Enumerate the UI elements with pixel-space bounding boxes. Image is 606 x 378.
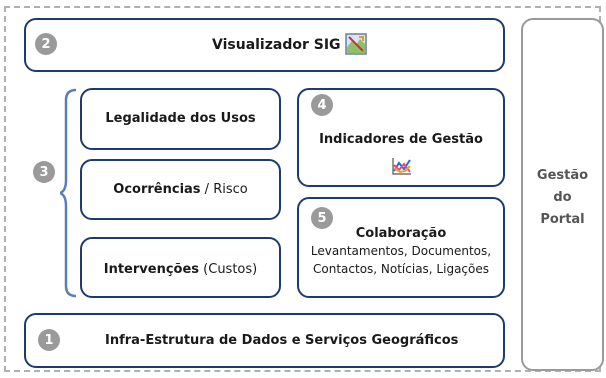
- badge-5: 5: [311, 207, 333, 229]
- intervencoes-label: Intervenções (Custos): [82, 262, 279, 277]
- portal-line-3: Portal: [540, 212, 585, 227]
- visualizador-sig-box[interactable]: 2 Visualizador SIG: [24, 18, 505, 72]
- ocorrencias-label: Ocorrências / Risco: [82, 182, 279, 197]
- gestao-portal-label: Gestão do Portal: [523, 165, 602, 231]
- gestao-portal-box[interactable]: Gestão do Portal: [521, 18, 604, 371]
- legalidade-label: Legalidade dos Usos: [105, 111, 256, 126]
- ocorrencias-rest: / Risco: [200, 182, 248, 197]
- colaboracao-box[interactable]: 5 Colaboração Levantamentos, Documentos,…: [297, 197, 505, 298]
- visualizador-sig-label: Visualizador SIG: [212, 37, 341, 53]
- badge-1: 1: [38, 329, 60, 351]
- indicadores-box[interactable]: 4 Indicadores de Gestão: [297, 88, 505, 187]
- ocorrencias-box[interactable]: Ocorrências / Risco: [80, 159, 281, 220]
- portal-line-1: Gestão: [536, 168, 589, 183]
- intervencoes-box[interactable]: Intervenções (Custos): [80, 237, 281, 298]
- badge-3: 3: [33, 161, 55, 183]
- colaboracao-line1: Levantamentos, Documentos,: [310, 244, 492, 258]
- indicadores-label: Indicadores de Gestão: [319, 132, 483, 147]
- ocorrencias-bold: Ocorrências: [113, 182, 201, 197]
- chart-icon: [392, 157, 412, 179]
- badge-2: 2: [35, 33, 57, 55]
- map-icon: [345, 33, 367, 59]
- colaboracao-line2: Contactos, Notícias, Ligações: [313, 262, 489, 276]
- badge-4: 4: [311, 94, 333, 116]
- intervencoes-rest: (Custos): [199, 262, 258, 277]
- portal-line-2: do: [553, 190, 572, 205]
- infra-estrutura-box[interactable]: 1 Infra-Estrutura de Dados e Serviços Ge…: [24, 313, 505, 368]
- intervencoes-bold: Intervenções: [103, 262, 200, 277]
- group-brace: [60, 88, 77, 298]
- legalidade-box[interactable]: Legalidade dos Usos: [80, 88, 281, 150]
- infra-estrutura-label: Infra-Estrutura de Dados e Serviços Geog…: [105, 333, 459, 348]
- colaboracao-title: Colaboração: [355, 226, 447, 241]
